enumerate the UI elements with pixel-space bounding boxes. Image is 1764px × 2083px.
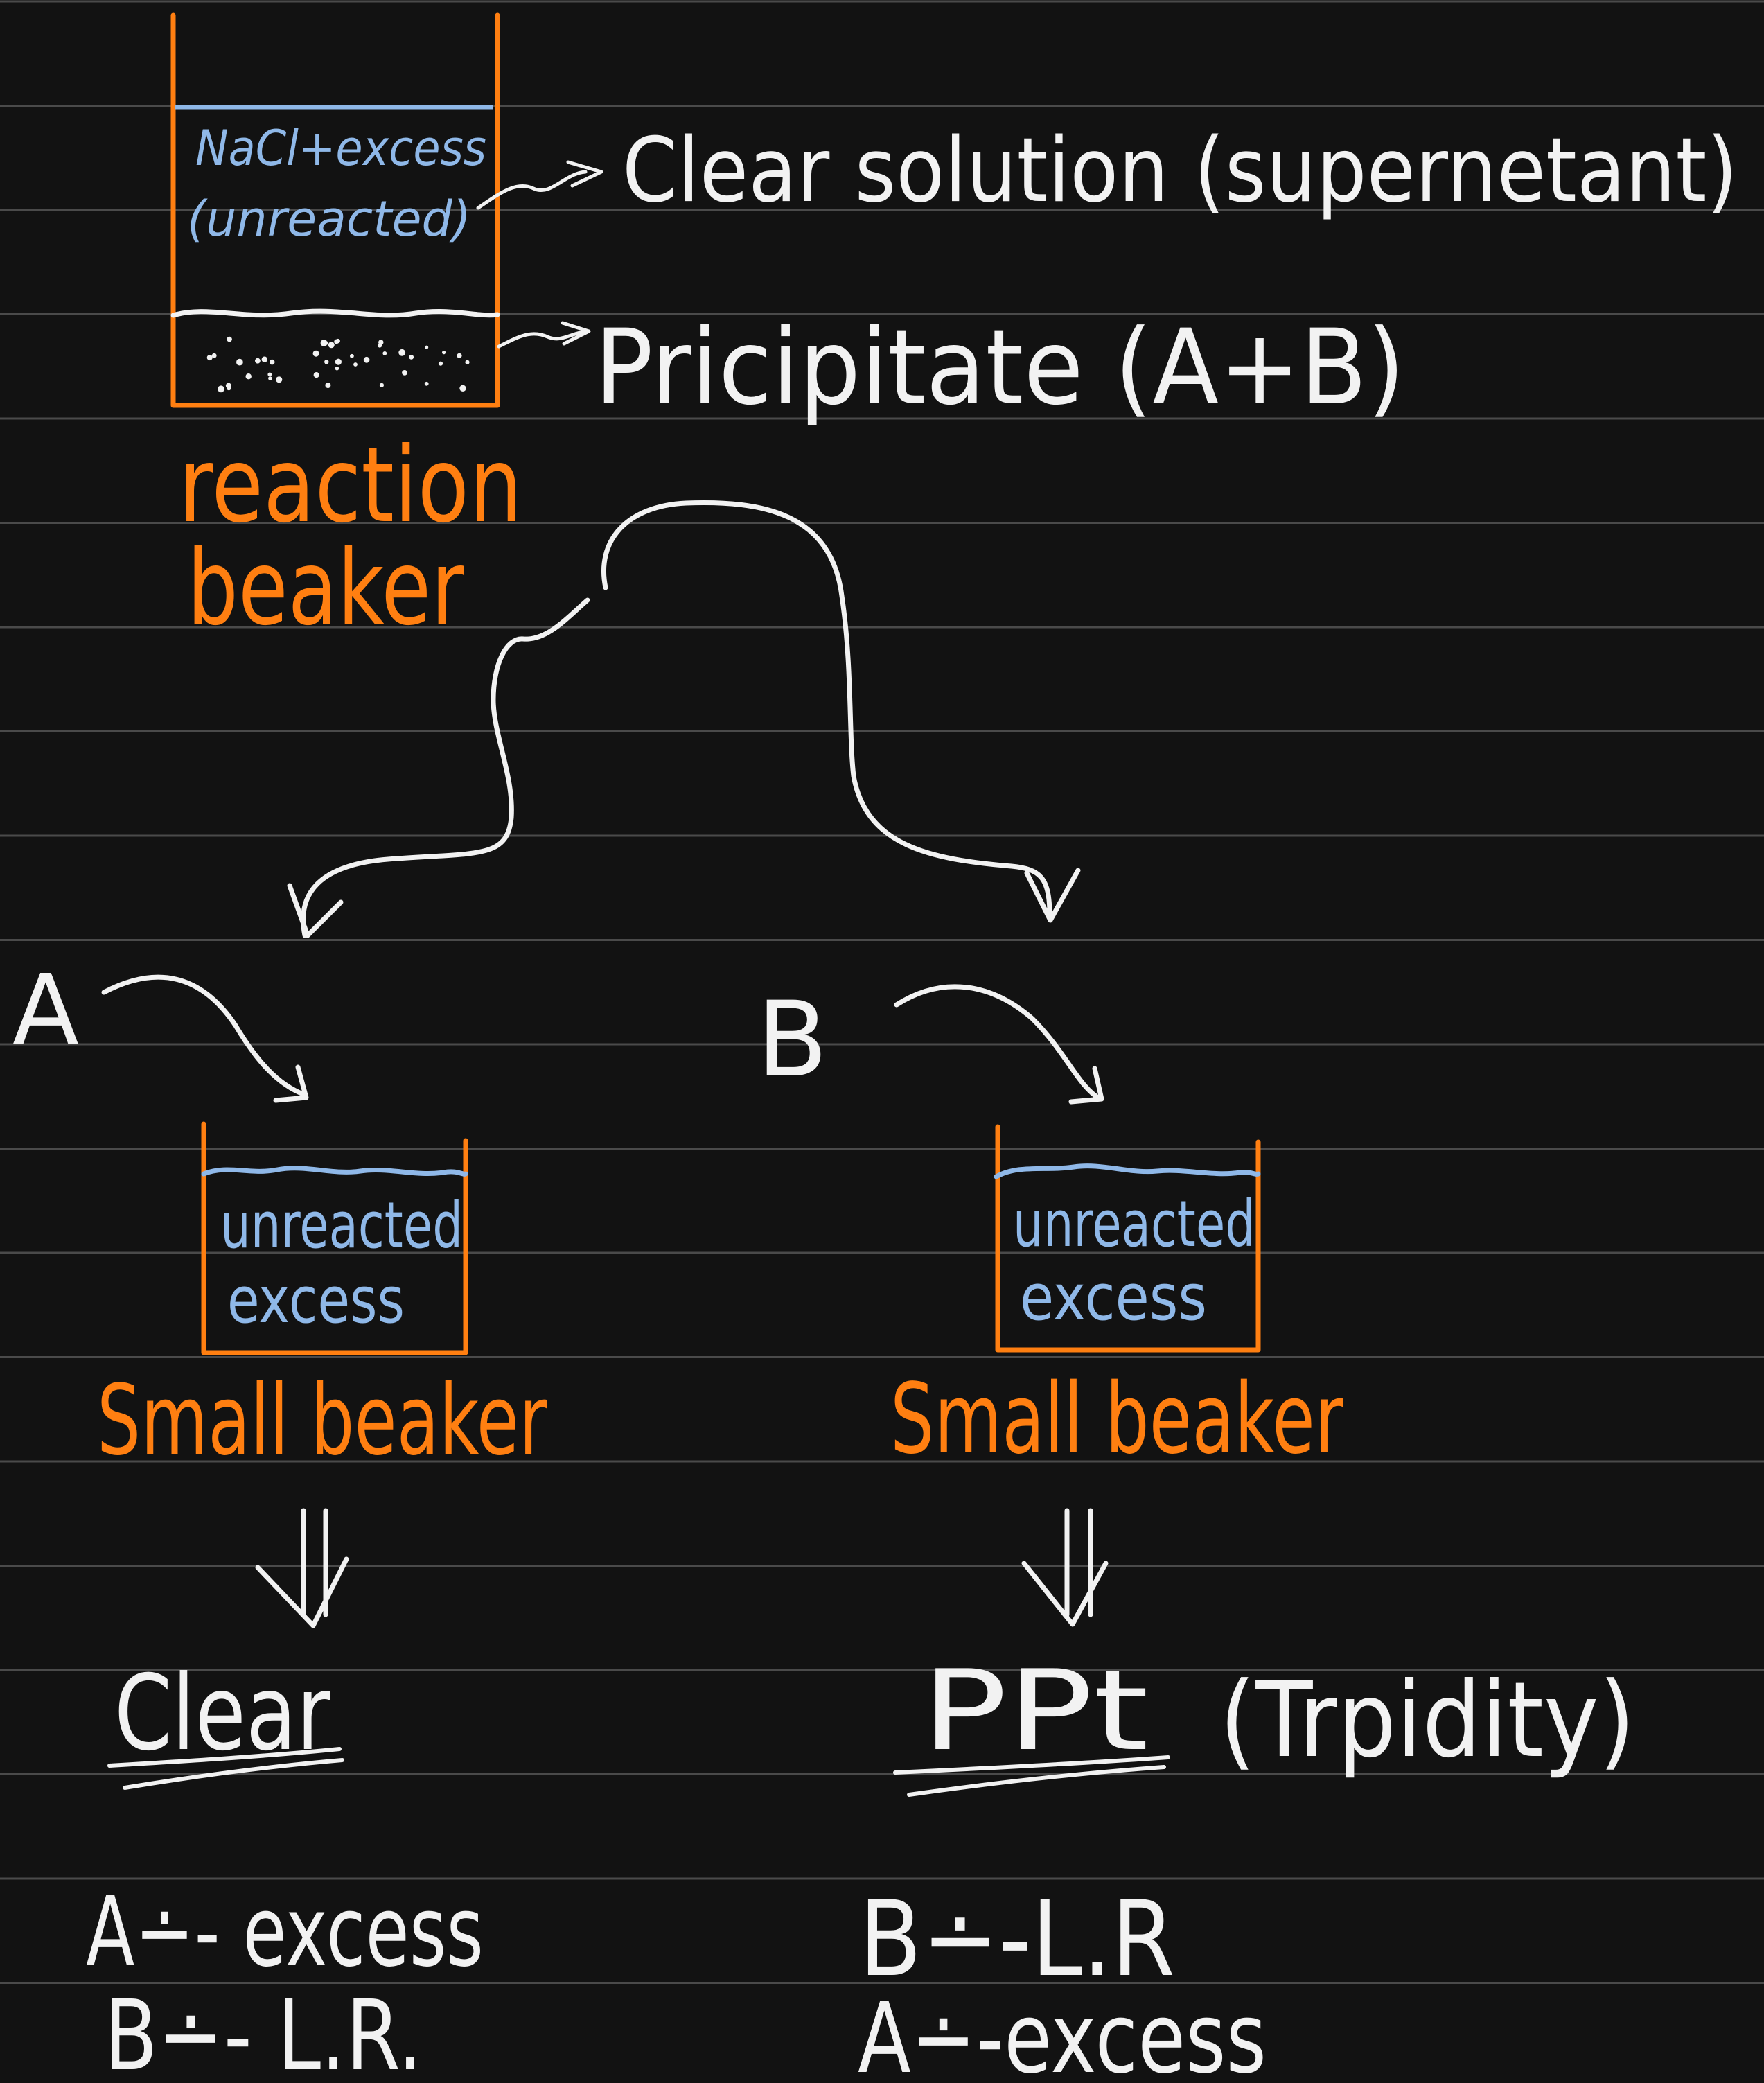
precipitate-particle <box>424 381 429 386</box>
branch-b-double-arrow <box>1021 1508 1109 1627</box>
reaction-beaker-outline <box>170 12 500 408</box>
small-beaker-b-contents-line2: excess <box>1020 1260 1207 1335</box>
precipitate-pointer-arrow <box>497 321 591 349</box>
precipitate-particle <box>255 358 261 364</box>
precipitate-particle <box>227 336 232 342</box>
precipitate-particle <box>313 372 319 378</box>
precipitate-particle <box>425 345 429 349</box>
precipitate-particle <box>236 358 243 366</box>
precipitate-particle <box>363 356 370 363</box>
small-beaker-b-contents-line1: unreacted <box>1013 1187 1255 1261</box>
precipitate-particle <box>206 355 213 361</box>
reaction-beaker <box>170 12 500 408</box>
branch-b-result: PPt <box>921 1646 1149 1775</box>
branch-b-label: B <box>757 980 828 1100</box>
split-arrow-to-a <box>301 597 590 938</box>
precipitate-particle <box>328 342 335 349</box>
precipitate-particle <box>211 353 217 358</box>
split-arrow-to-b <box>601 500 1052 917</box>
precipitate-particle <box>245 373 252 380</box>
precipitate-particle <box>267 372 272 377</box>
precipitate-particle <box>268 376 272 380</box>
branch-a-conclusion-line2: B∸- L.R. <box>104 1980 423 2083</box>
precipitate-particle <box>382 351 387 355</box>
precipitate-particle <box>335 366 339 371</box>
small-beaker-b-liquid-surface <box>994 1163 1261 1179</box>
precipitate-particle <box>353 362 358 367</box>
precipitate-label: Pricipitate (A+B) <box>594 308 1405 428</box>
precipitate-particle <box>227 386 231 391</box>
precipitate-particle <box>402 370 407 376</box>
split-arrow-to-a-head <box>287 883 344 938</box>
small-beaker-b-label: Small beaker <box>890 1363 1343 1476</box>
precipitate-particle <box>378 343 382 348</box>
branch-a-label: A <box>12 954 79 1067</box>
reaction-beaker-contents-line1: NaCl+excess <box>195 120 486 177</box>
small-beaker-a-liquid-surface <box>201 1166 468 1177</box>
precipitate-particle <box>438 361 443 366</box>
precipitate-particles <box>206 336 470 393</box>
branch-a-conclusion-line1: A∸- excess <box>86 1876 484 1989</box>
precipitate-particle <box>335 358 342 365</box>
precipitate-particle <box>459 385 466 392</box>
branch-b-arrow <box>894 984 1104 1105</box>
precipitate-particle <box>465 360 470 364</box>
precipitate-particle <box>325 383 331 388</box>
branch-b-result-underline <box>893 1755 1170 1797</box>
precipitate-particle <box>409 355 414 360</box>
precipitate-particle <box>379 383 385 387</box>
branch-a-result: Clear <box>114 1653 330 1774</box>
precipitate-particle <box>334 339 339 344</box>
reaction-beaker-label-line1: reaction <box>179 425 522 546</box>
precipitate-particle <box>312 350 319 357</box>
precipitate-particle <box>218 385 224 393</box>
split-arrow-to-b-head <box>1024 868 1081 923</box>
reaction-beaker-label-line2: beaker <box>187 528 464 649</box>
small-beaker-a-label: Small beaker <box>97 1364 547 1477</box>
precipitate-particle <box>320 340 328 346</box>
small-beaker-a-contents-line2: excess <box>227 1263 405 1337</box>
branch-a-result-underline <box>107 1747 344 1790</box>
branch-a-arrow <box>101 974 309 1103</box>
precipitate-particle <box>350 353 354 358</box>
supernatant-label: Clear solution (supernetant) <box>622 119 1738 222</box>
precipitate-particle <box>442 351 446 355</box>
branch-a-double-arrow <box>255 1508 349 1628</box>
supernatant-pointer-arrow <box>476 160 603 210</box>
branch-b-conclusion-line1: B∸-L.R <box>859 1879 1175 2000</box>
small-beaker-b <box>994 1124 1261 1353</box>
precipitate-particle <box>398 349 406 356</box>
precipitate-particle <box>276 376 283 383</box>
ruled-lines <box>0 0 1764 1984</box>
precipitate-boundary <box>170 308 500 318</box>
small-beaker-b-outline <box>995 1124 1261 1353</box>
precipitate-particle <box>269 359 275 365</box>
reaction-beaker-contents-line2: (unreacted) <box>187 191 471 247</box>
precipitate-particle <box>261 356 267 362</box>
precipitate-particle <box>457 353 462 358</box>
small-beaker-a-outline <box>201 1121 468 1355</box>
branch-b-conclusion-line2: A∸-excess <box>858 1983 1267 2083</box>
precipitate-particle <box>324 360 329 364</box>
small-beaker-a <box>201 1121 468 1355</box>
small-beaker-a-contents-line1: unreacted <box>220 1188 463 1263</box>
branch-b-result-note: (Trpidity) <box>1219 1660 1635 1781</box>
